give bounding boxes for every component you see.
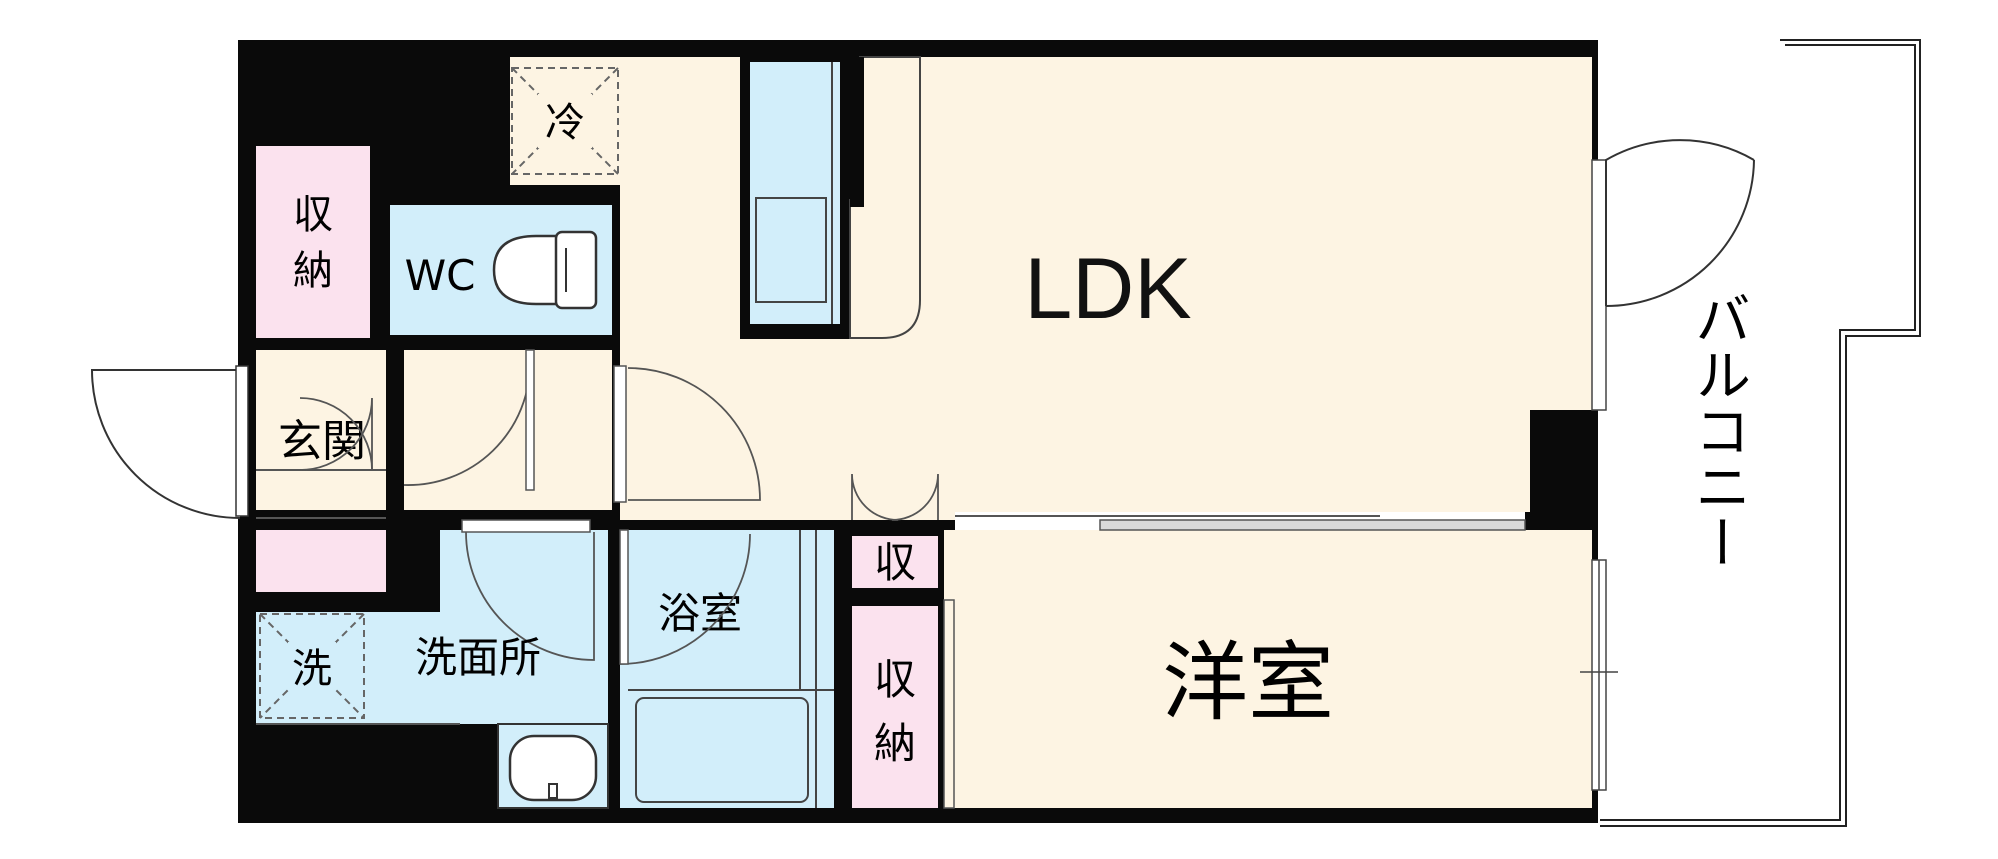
toilet-room: WC xyxy=(390,205,612,335)
structural-column xyxy=(1530,410,1598,530)
bathroom-label: 浴室 xyxy=(658,589,742,638)
storage-small xyxy=(852,536,938,588)
toilet-label: WC xyxy=(405,251,476,300)
balcony-door-swing xyxy=(1605,139,1755,306)
refrigerator-space: 冷 xyxy=(511,67,619,175)
western-room-label: 洋室 xyxy=(1162,633,1334,733)
storage-top-left-label-1: 収 xyxy=(293,192,333,238)
western-room: 洋室 xyxy=(943,530,1592,809)
refrigerator-label: 冷 xyxy=(545,100,585,146)
storage-right xyxy=(852,606,938,808)
bathroom: 浴室 xyxy=(619,529,834,808)
ldk-label: LDK xyxy=(1024,241,1191,337)
storage-small-label: 収 xyxy=(874,538,916,587)
bathtub xyxy=(635,697,809,803)
entrance-label: 玄関 xyxy=(278,416,366,467)
washer-space xyxy=(259,613,365,719)
storage-top-left-label-2: 納 xyxy=(293,248,333,294)
entrance-hall: 玄関 xyxy=(90,349,761,592)
washer-label: 洗 xyxy=(292,646,332,692)
peninsula-counter xyxy=(849,56,921,339)
balcony-area xyxy=(1598,39,1921,827)
washroom: 洗面所 洗 xyxy=(256,519,609,809)
kitchen-sink xyxy=(755,197,827,303)
front-door-swing xyxy=(90,369,241,519)
storage-right-label-2: 納 xyxy=(874,719,916,768)
ldk-balcony-window xyxy=(1591,159,1607,411)
storage-top-left xyxy=(256,146,370,338)
toilet-tank xyxy=(554,230,598,310)
storage-right-label-1: 収 xyxy=(874,655,916,704)
entrance-storage xyxy=(256,530,386,592)
washroom-label: 洗面所 xyxy=(415,633,541,682)
balcony-label: バルコニー xyxy=(1686,290,1751,570)
